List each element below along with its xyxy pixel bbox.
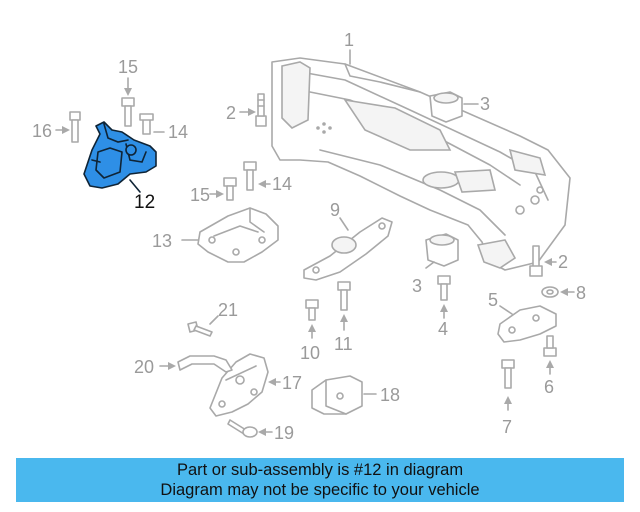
bolt-part-19 [227, 419, 258, 438]
callout-1: 1 [344, 30, 354, 50]
bracket-part-18 [311, 375, 363, 415]
bolt-part-14-center [243, 161, 257, 191]
bolt-part-10 [305, 299, 319, 321]
callout-4: 4 [438, 319, 448, 339]
callout-5: 5 [488, 290, 498, 310]
callout-14-left: 14 [168, 122, 188, 142]
callout-11: 11 [334, 334, 353, 354]
info-banner: Part or sub-assembly is #12 in diagram D… [16, 458, 624, 502]
bolt-part-7 [501, 359, 515, 389]
callout-8: 8 [576, 283, 586, 303]
callout-14-center: 14 [272, 174, 292, 194]
bracket-part-17 [209, 353, 269, 417]
callout-15-left: 15 [118, 57, 138, 77]
callout-3-lower: 3 [412, 276, 422, 296]
callout-18: 18 [380, 385, 400, 405]
callout-17: 17 [282, 373, 302, 393]
hose-part-20 [177, 355, 233, 373]
banner-line-2: Diagram may not be specific to your vehi… [160, 481, 480, 499]
callout-15-center: 15 [190, 185, 210, 205]
bolt-part-15-left [121, 97, 135, 127]
callout-21: 21 [218, 300, 238, 320]
callout-3-upper: 3 [480, 94, 490, 114]
callout-20: 20 [134, 357, 154, 377]
callout-2-right: 2 [558, 252, 568, 272]
callout-13: 13 [152, 231, 172, 251]
banner-line-1: Part or sub-assembly is #12 in diagram [176, 461, 464, 479]
bolt-part-16 [69, 111, 81, 143]
engine-mount-part-12 [83, 121, 157, 189]
callout-19: 19 [274, 423, 294, 443]
bolt-part-2-upper [255, 93, 267, 127]
callout-2-upper: 2 [226, 103, 236, 123]
callout-6: 6 [544, 377, 554, 397]
bushing-part-3-upper [429, 91, 463, 123]
callout-10: 10 [300, 343, 320, 363]
callout-7: 7 [502, 417, 512, 437]
subframe-part-1 [271, 57, 571, 271]
bolt-part-11 [337, 281, 351, 311]
bolt-part-6 [543, 335, 557, 357]
torque-rod-part-9 [303, 217, 393, 281]
bolt-part-2-right [529, 245, 543, 277]
callout-16: 16 [32, 121, 52, 141]
bolt-part-21 [187, 321, 213, 337]
bracket-part-13 [197, 207, 279, 263]
bolt-part-14-left [139, 113, 154, 135]
callout-9: 9 [330, 200, 340, 220]
bolt-part-15-center [223, 177, 237, 201]
bracket-part-5 [497, 305, 557, 343]
parts-diagram: 1 2 3 12 13 14 [32, 30, 586, 443]
bolt-part-4 [437, 275, 451, 301]
washer-part-8 [541, 286, 559, 298]
bushing-part-3-lower [425, 233, 459, 267]
callout-12: 12 [134, 192, 155, 213]
